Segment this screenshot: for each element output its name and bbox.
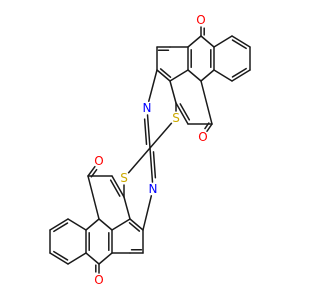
atom-label-s2: S bbox=[120, 171, 128, 185]
bond-20-second-line bbox=[179, 103, 191, 121]
bond-33 bbox=[111, 218, 131, 231]
bond-31 bbox=[98, 218, 113, 231]
structure-svg: O O O O N N S S bbox=[49, 13, 251, 287]
bond-15 bbox=[213, 69, 233, 82]
bond-8 bbox=[156, 69, 171, 82]
bond-4 bbox=[200, 69, 215, 82]
atom-label-n2: N bbox=[149, 182, 158, 196]
bond-1 bbox=[187, 35, 202, 48]
bond-51 bbox=[127, 147, 151, 174]
atom-label-s1: S bbox=[172, 111, 180, 125]
atom-label-o1: O bbox=[196, 13, 205, 27]
bond-14-second-line bbox=[231, 67, 247, 78]
bond-22 bbox=[148, 69, 158, 102]
atom-label-o3: O bbox=[94, 154, 103, 168]
bond-7 bbox=[169, 69, 189, 82]
bond-21 bbox=[169, 80, 177, 104]
bond-49-second-line bbox=[152, 151, 157, 179]
bond-12-second-line bbox=[231, 39, 247, 50]
bond-44 bbox=[87, 165, 96, 177]
bond-41 bbox=[67, 218, 87, 231]
bond-24 bbox=[149, 122, 173, 149]
bond-11 bbox=[213, 35, 233, 48]
bond-8-second-line bbox=[159, 68, 172, 78]
bond-14 bbox=[231, 69, 251, 82]
bond-20 bbox=[175, 102, 189, 125]
bond-28 bbox=[85, 252, 100, 265]
bond-43 bbox=[87, 175, 100, 220]
bond-5 bbox=[187, 69, 202, 82]
bond-34 bbox=[129, 218, 144, 231]
bond-37 bbox=[67, 252, 87, 265]
atom-label-o2: O bbox=[198, 130, 207, 144]
bond-17 bbox=[200, 80, 213, 125]
bond-46 bbox=[111, 175, 125, 198]
bond-40-second-line bbox=[53, 222, 69, 233]
bond-49 bbox=[149, 147, 154, 183]
bond-30 bbox=[85, 218, 100, 231]
bond-38 bbox=[49, 252, 69, 265]
bond-46-second-line bbox=[109, 179, 121, 197]
bond-23 bbox=[146, 114, 151, 149]
bond-40 bbox=[49, 218, 69, 231]
bond-38-second-line bbox=[53, 250, 69, 261]
bond-34-second-line bbox=[128, 222, 141, 232]
bond-47 bbox=[123, 196, 131, 220]
bond-48 bbox=[142, 195, 153, 231]
bond-layer bbox=[49, 26, 251, 274]
atom-label-n1: N bbox=[143, 101, 152, 115]
atom-label-layer: O O O O N N S S bbox=[94, 13, 207, 287]
bond-23-second-line bbox=[143, 118, 148, 146]
bond-27 bbox=[98, 252, 113, 265]
bond-12 bbox=[231, 35, 251, 48]
molecule-drawing: O O O O N N S S bbox=[49, 13, 251, 287]
atom-label-o4: O bbox=[94, 273, 103, 287]
bond-18 bbox=[206, 123, 213, 132]
bond-2 bbox=[200, 35, 215, 48]
